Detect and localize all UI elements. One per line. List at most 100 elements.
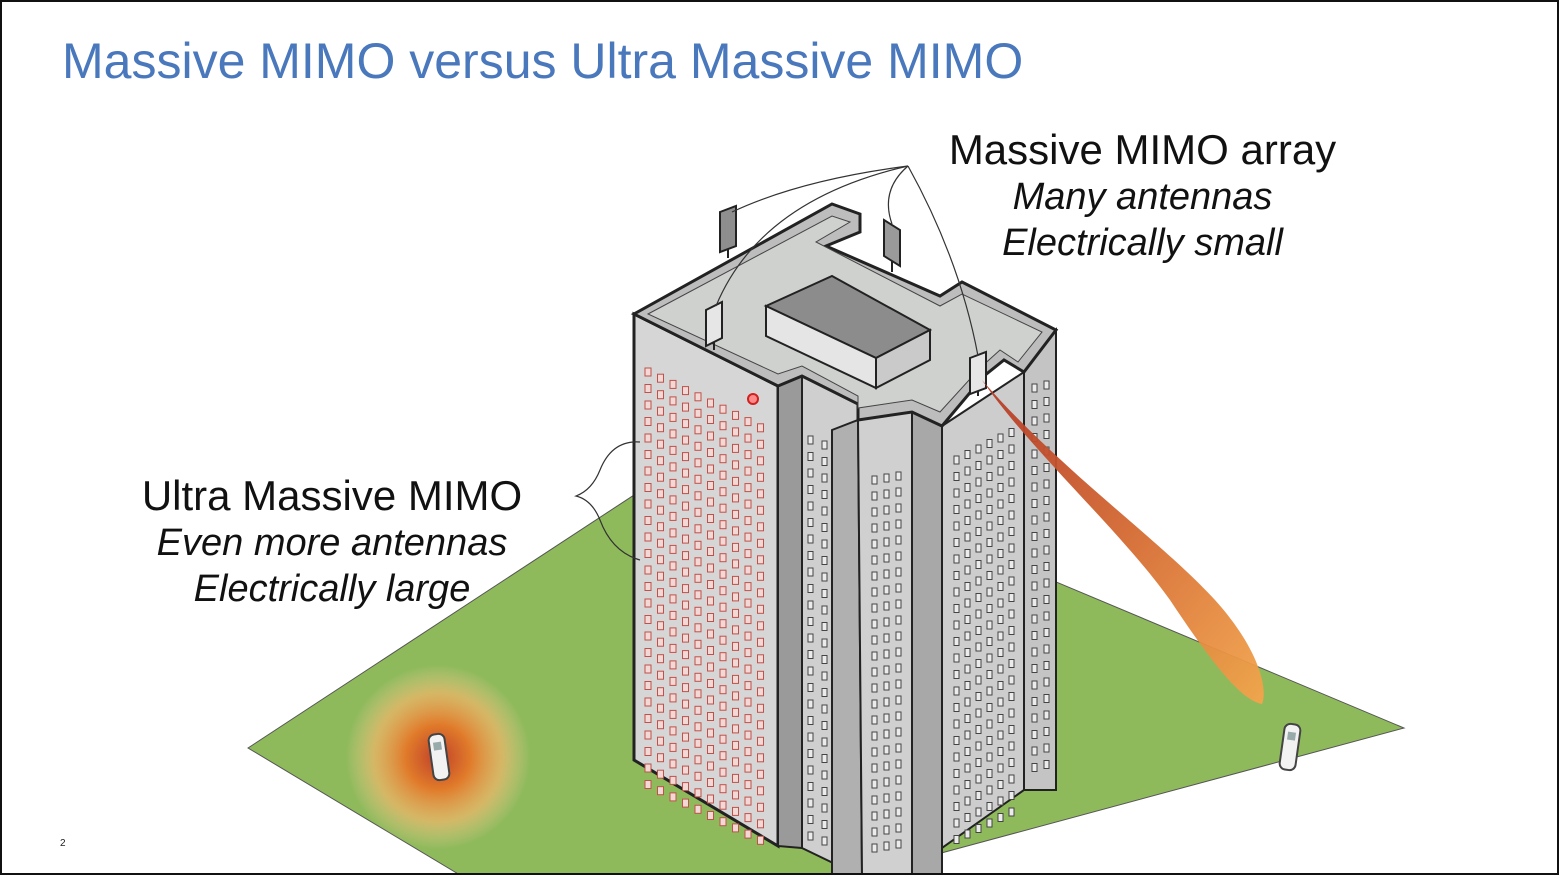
window	[883, 489, 890, 499]
window	[682, 600, 689, 610]
window	[953, 802, 960, 811]
window	[1031, 697, 1038, 706]
window	[997, 730, 1004, 740]
window	[732, 790, 739, 800]
window	[964, 763, 971, 773]
window	[694, 623, 702, 633]
window	[694, 540, 702, 550]
window	[986, 571, 993, 580]
window	[644, 681, 652, 690]
window	[694, 788, 702, 798]
window	[682, 452, 689, 462]
window	[719, 817, 727, 827]
window	[964, 565, 971, 575]
window	[694, 722, 702, 732]
window	[719, 668, 727, 678]
window	[997, 516, 1004, 525]
antenna-panel	[883, 218, 901, 272]
window	[821, 638, 828, 648]
window	[807, 749, 814, 758]
window	[719, 635, 727, 645]
window	[682, 683, 689, 693]
window	[657, 489, 664, 499]
window	[964, 829, 971, 839]
window	[871, 747, 878, 757]
window	[669, 660, 677, 670]
window	[669, 478, 677, 488]
window	[707, 596, 714, 606]
window	[953, 653, 960, 663]
window	[883, 793, 890, 803]
window	[895, 663, 902, 673]
window	[975, 659, 982, 668]
window	[821, 655, 828, 664]
window	[744, 615, 752, 625]
window	[1043, 760, 1050, 769]
window	[1031, 631, 1038, 640]
window	[997, 747, 1004, 756]
building-pillar-dark	[831, 418, 864, 875]
massive-mimo-heading: Massive MIMO array	[948, 126, 1337, 173]
window	[1008, 725, 1015, 734]
window	[707, 794, 714, 804]
window	[986, 488, 993, 498]
window	[953, 703, 960, 712]
window	[883, 649, 890, 659]
window	[719, 701, 727, 711]
window	[694, 656, 702, 666]
window	[997, 648, 1004, 657]
window	[682, 419, 689, 429]
window	[871, 651, 878, 661]
window	[895, 535, 902, 545]
antenna-panel	[719, 204, 737, 258]
window	[657, 654, 664, 664]
ultra-massive-mimo-line1: Even more antennas	[156, 522, 508, 564]
window	[871, 779, 878, 789]
window	[682, 468, 689, 478]
window	[644, 664, 652, 674]
window	[821, 770, 828, 780]
window	[732, 806, 739, 816]
window	[986, 620, 993, 630]
window	[732, 559, 739, 569]
window	[975, 642, 982, 652]
window	[1031, 532, 1038, 541]
window	[883, 617, 890, 627]
window	[953, 505, 960, 514]
window	[871, 811, 878, 821]
window	[732, 493, 739, 503]
window	[669, 775, 677, 785]
window	[964, 631, 971, 641]
window	[883, 729, 890, 739]
window	[807, 534, 814, 544]
window	[757, 654, 764, 664]
window	[682, 699, 689, 709]
window	[807, 633, 814, 643]
window	[975, 510, 982, 520]
window	[657, 753, 664, 763]
window	[895, 759, 902, 769]
window	[694, 672, 702, 682]
window	[657, 736, 664, 746]
window	[986, 472, 993, 481]
window	[975, 774, 982, 784]
window	[644, 516, 652, 525]
window	[707, 514, 714, 523]
window	[707, 415, 714, 424]
window	[719, 767, 727, 777]
window	[694, 804, 702, 814]
window	[883, 473, 890, 483]
window	[669, 594, 677, 604]
window	[694, 738, 702, 748]
window	[975, 791, 982, 800]
window	[1008, 791, 1015, 800]
window	[644, 598, 652, 608]
window	[657, 571, 664, 581]
window	[821, 688, 828, 697]
window	[757, 736, 764, 746]
window	[657, 703, 664, 713]
window	[744, 763, 752, 773]
window	[644, 532, 652, 542]
window	[997, 598, 1004, 608]
window	[975, 461, 982, 470]
